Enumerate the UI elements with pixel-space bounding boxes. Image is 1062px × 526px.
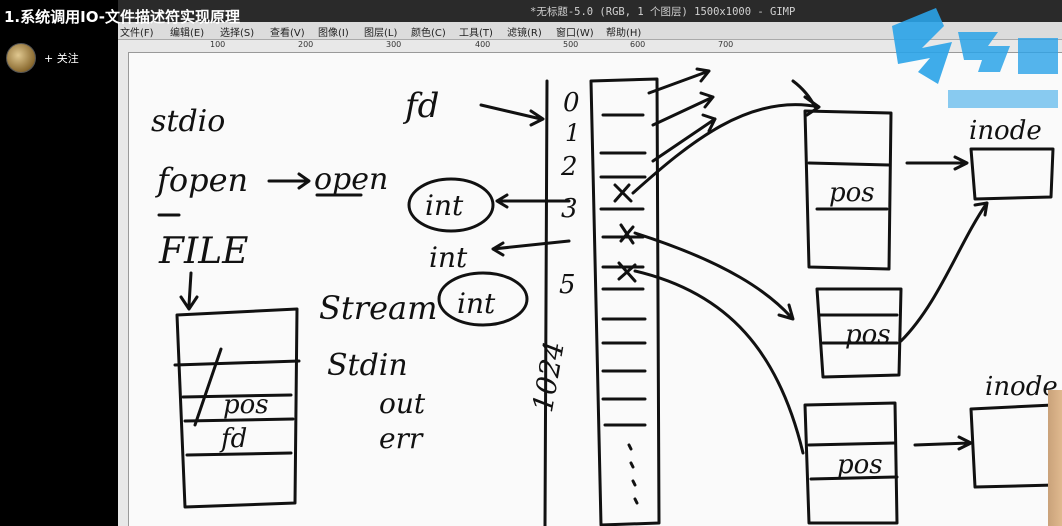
vertical-ruler xyxy=(118,52,129,526)
label-stream: Stream xyxy=(319,289,437,327)
follow-button[interactable]: + 关注 xyxy=(44,52,79,65)
gimp-menubar: 文件(F) 编辑(E) 选择(S) 查看(V) 图像(I) 图层(L) 颜色(C… xyxy=(118,22,1062,40)
int-circle-3 xyxy=(437,271,529,327)
label-out: out xyxy=(379,387,426,420)
inode-label-2: inode xyxy=(985,372,1058,402)
gimp-window-title: *无标题-5.0 (RGB, 1 个图层) 1500x1000 - GIMP xyxy=(530,6,796,18)
label-int-1: int xyxy=(425,189,464,222)
index-1: 1 xyxy=(565,119,580,147)
file-table-2 xyxy=(815,287,903,379)
file-table-3-lines xyxy=(807,441,899,481)
file-struct-box xyxy=(175,307,299,509)
file-diagonal xyxy=(193,347,223,427)
arrow-slot-3-to-file xyxy=(631,95,821,195)
pos-label-a: pos xyxy=(829,178,875,208)
file-line-2 xyxy=(181,393,293,399)
file-table-1 xyxy=(803,109,893,271)
ruler-tick: 500 xyxy=(563,40,579,49)
pos-label-c: pos xyxy=(837,450,883,480)
file-table-1-lines xyxy=(807,161,891,211)
arrow-slot-4-to-file xyxy=(633,231,795,321)
menu-layer[interactable]: 图层(L) xyxy=(364,28,398,39)
arrow-int-1 xyxy=(495,193,571,209)
video-side-panel xyxy=(0,0,118,526)
handwritten-sketch: stdio fopen open FILE pos fd Stream Stdi… xyxy=(151,67,1058,526)
menu-file[interactable]: 文件(F) xyxy=(120,28,154,39)
index-1024: 1024 xyxy=(526,339,571,415)
arrow-fd-array xyxy=(479,103,545,127)
brand-logo-icon xyxy=(892,8,1058,108)
inode-label-1: inode xyxy=(969,116,1042,146)
gimp-titlebar: *无标题-5.0 (RGB, 1 个图层) 1500x1000 - GIMP xyxy=(118,0,1062,22)
label-fd-top: fd xyxy=(402,86,439,126)
int-circle-1 xyxy=(407,177,495,233)
menu-windows[interactable]: 窗口(W) xyxy=(556,28,594,39)
ruler-tick: 300 xyxy=(386,40,402,49)
ruler-tick: 600 xyxy=(630,40,646,49)
ruler-tick: 200 xyxy=(298,40,314,49)
horizontal-ruler: 100 200 300 400 500 600 700 xyxy=(118,40,1062,53)
index-2: 2 xyxy=(560,152,578,182)
label-err: err xyxy=(379,422,424,455)
menu-image[interactable]: 图像(I) xyxy=(318,28,349,39)
arrow-file2-inode1 xyxy=(899,201,989,343)
arrow-slot-5-to-file xyxy=(633,269,805,455)
avatar[interactable] xyxy=(6,43,36,73)
arrow-file1-inode1 xyxy=(905,155,969,171)
inode-box-2 xyxy=(969,403,1057,489)
index-5: 5 xyxy=(559,270,576,300)
label-int-2: int xyxy=(429,241,468,274)
menu-colors[interactable]: 颜色(C) xyxy=(411,28,446,39)
fd-array-slots xyxy=(599,113,647,427)
label-fopen: fopen xyxy=(155,161,248,199)
label-open: open xyxy=(314,162,388,197)
arrow-file3-inode2 xyxy=(913,435,973,451)
label-file: FILE xyxy=(158,231,248,272)
array-ellipsis xyxy=(627,443,639,505)
slot-5-cross xyxy=(617,261,637,283)
arrow-top-curve xyxy=(791,79,817,109)
arrow-fopen-open xyxy=(267,172,311,190)
video-frame: *无标题-5.0 (RGB, 1 个图层) 1500x1000 - GIMP 文… xyxy=(118,0,1062,526)
menu-filters[interactable]: 滤镜(R) xyxy=(507,28,542,39)
author-row: + 关注 xyxy=(6,43,79,73)
fd-array xyxy=(589,77,661,526)
file-table-2-lines xyxy=(817,313,899,345)
file-line-4 xyxy=(185,451,293,457)
arrow-slot-1 xyxy=(651,91,715,127)
menu-edit[interactable]: 编辑(E) xyxy=(170,28,205,39)
slot-3-cross xyxy=(613,183,633,203)
arrow-slot-2 xyxy=(651,113,717,163)
label-int-3: int xyxy=(457,287,496,320)
file-line-1 xyxy=(173,359,301,367)
label-stdio: stdio xyxy=(151,104,225,139)
ruler-tick: 100 xyxy=(210,40,226,49)
video-title: 1.系统调用IO-文件描述符实现原理 xyxy=(4,8,240,26)
file-pos-label: pos xyxy=(223,390,269,420)
arrow-int-2 xyxy=(491,239,571,257)
index-0: 0 xyxy=(563,88,580,118)
menu-help[interactable]: 帮助(H) xyxy=(606,28,642,39)
ruler-tick: 400 xyxy=(475,40,491,49)
array-left-guide xyxy=(543,79,549,526)
arrow-file-down xyxy=(179,271,199,311)
menu-select[interactable]: 选择(S) xyxy=(220,28,255,39)
pos-label-b: pos xyxy=(845,320,891,350)
presenter-arm xyxy=(1048,390,1062,526)
inode-box-1 xyxy=(969,147,1055,201)
file-table-3 xyxy=(803,401,899,525)
ruler-tick: 700 xyxy=(718,40,734,49)
menu-tools[interactable]: 工具(T) xyxy=(459,28,493,39)
menu-view[interactable]: 查看(V) xyxy=(270,28,305,39)
arrow-slot-0 xyxy=(647,67,711,95)
slot-4-cross xyxy=(619,223,635,245)
file-line-3 xyxy=(183,417,295,423)
index-3: 3 xyxy=(561,194,578,224)
label-stdin: Stdin xyxy=(327,348,408,383)
gimp-canvas[interactable]: stdio fopen open FILE pos fd Stream Stdi… xyxy=(129,53,1062,526)
file-fd-label: fd xyxy=(219,424,247,454)
